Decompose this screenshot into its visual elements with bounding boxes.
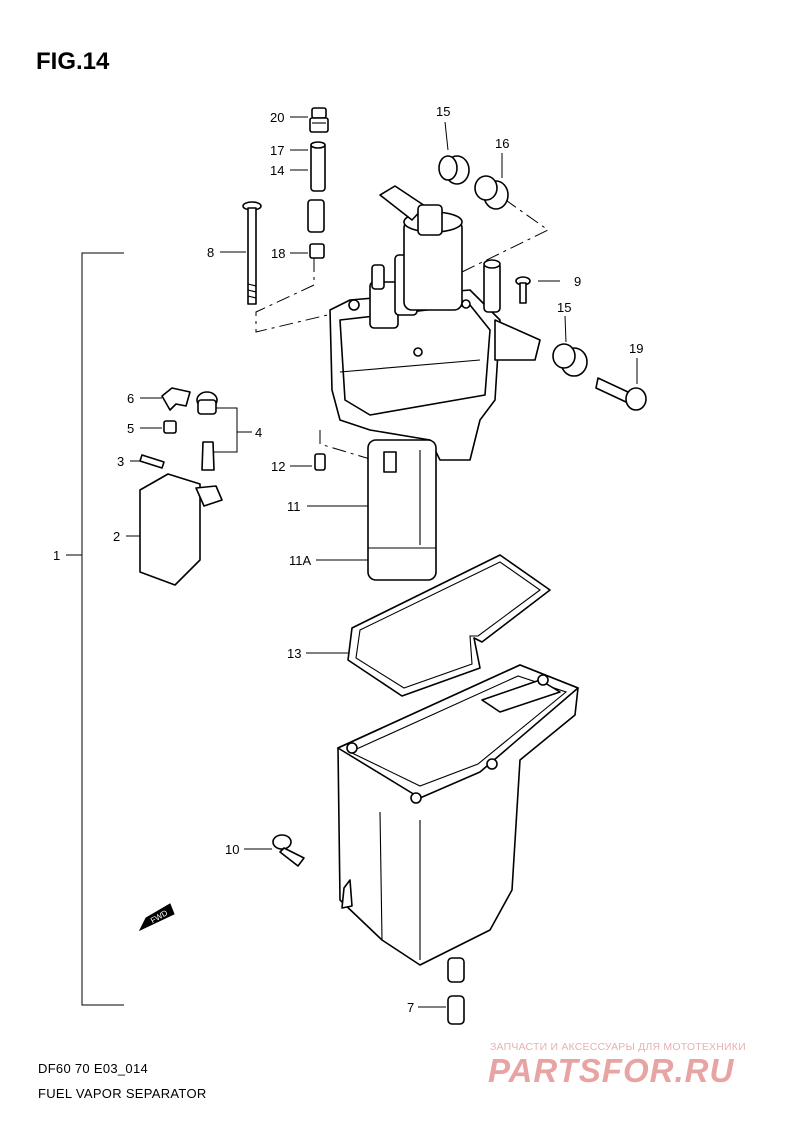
figure-title: FIG.14	[36, 48, 110, 75]
separator-upper-body	[329, 185, 541, 461]
callout-1: 1	[53, 548, 60, 563]
callout-9: 9	[574, 274, 581, 289]
callout-5: 5	[127, 421, 134, 436]
long-screw-8	[242, 201, 262, 305]
hose-7	[447, 957, 465, 1025]
callout-10: 10	[225, 842, 239, 857]
gasket-13	[347, 554, 551, 697]
callout-8: 8	[207, 245, 214, 260]
leader-lines	[126, 116, 638, 1008]
callout-11: 11	[287, 499, 301, 514]
callout-7: 7	[407, 1000, 414, 1015]
callout-16: 16	[495, 136, 509, 151]
figure-name: FUEL VAPOR SEPARATOR	[38, 1086, 207, 1101]
callout-17: 17	[270, 143, 284, 158]
bolt-10	[272, 834, 305, 867]
watermark-brand: PARTSFOR.RU	[488, 1052, 735, 1089]
callout-6: 6	[127, 391, 134, 406]
grommet-15-right	[552, 343, 588, 377]
callout-4: 4	[255, 425, 262, 440]
cap-4-top	[196, 391, 218, 415]
float-chamber	[337, 664, 579, 966]
grommet-15-top	[438, 155, 470, 185]
callout-14: 14	[270, 163, 284, 178]
callout-3: 3	[117, 454, 124, 469]
callout-15: 15	[557, 300, 571, 315]
assembly-bracket	[66, 252, 124, 1006]
cover-2	[139, 473, 223, 586]
assembly-guide-lines	[255, 195, 549, 463]
watermark-tagline: ЗАПЧАСТИ И АКСЕССУАРЫ ДЛЯ МОТОТЕХНИКИ	[490, 1041, 746, 1053]
callout-13: 13	[287, 646, 301, 661]
callout-19: 19	[629, 341, 643, 356]
callout-2: 2	[113, 529, 120, 544]
grommet-16	[474, 175, 509, 210]
clip-18	[309, 243, 325, 259]
screw-12	[314, 453, 326, 471]
callout-12: 12	[271, 459, 285, 474]
pin-3	[139, 454, 165, 469]
bolt-19	[595, 377, 647, 411]
callout-11A: 11A	[289, 553, 311, 568]
callout-15: 15	[436, 104, 450, 119]
pipe-14-17	[307, 141, 326, 233]
fwd-arrow-icon: FWD	[138, 903, 175, 932]
callout-18: 18	[271, 246, 285, 261]
valve-4-bottom	[201, 441, 215, 471]
clip-6	[161, 387, 191, 411]
cap-20	[309, 107, 329, 133]
screw-9	[515, 276, 531, 304]
callout-20: 20	[270, 110, 284, 125]
pump-11	[367, 439, 437, 581]
figure-code: DF60 70 E03_014	[38, 1061, 149, 1076]
screw-5	[163, 420, 177, 434]
